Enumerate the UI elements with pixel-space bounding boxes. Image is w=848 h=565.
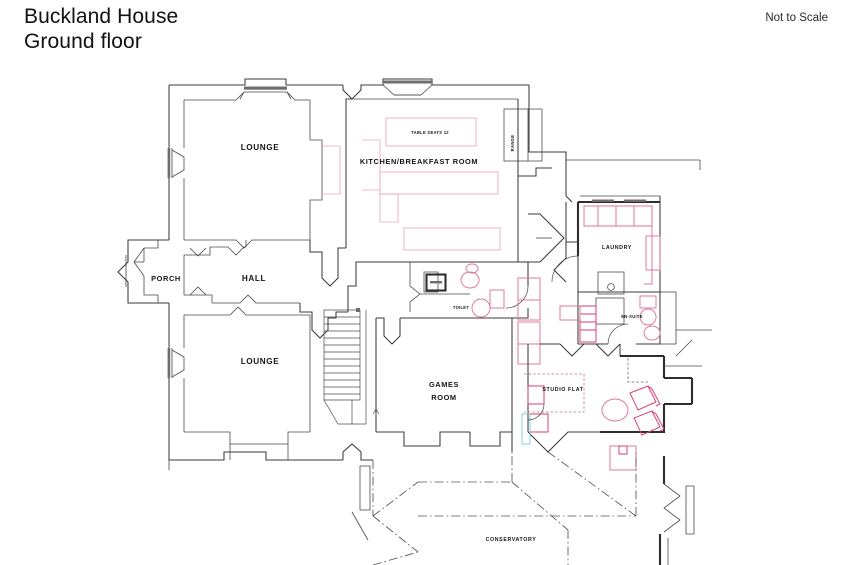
room-label-laundry: LAUNDRY [602, 245, 632, 251]
room-label-lounge-rear: LOUNGE [241, 357, 280, 366]
room-porch [125, 240, 207, 303]
room-games-room [375, 317, 513, 452]
title-block: Buckland House Ground floor [24, 4, 178, 54]
annotation-range: RANGE [510, 135, 515, 152]
room-label-games-room-line1: GAMES [429, 380, 459, 389]
building-outline [117, 78, 567, 461]
annotation-table-seats: TABLE SEATS 12 [411, 130, 449, 135]
rear-lobby [505, 167, 565, 365]
room-conservatory [372, 451, 637, 565]
room-label-hall: HALL [242, 274, 266, 283]
room-studio-flat [521, 343, 702, 471]
room-label-kitchen: KITCHEN/BREAKFAST ROOM [360, 157, 478, 166]
staircase [323, 308, 380, 428]
room-hall [183, 240, 348, 339]
page-title-line-1: Buckland House [24, 5, 179, 28]
room-label-lounge-front: LOUNGE [241, 143, 280, 152]
room-kitchen-breakfast [345, 80, 543, 312]
room-label-toilet: TOILET [453, 305, 469, 310]
room-label-studio-flat: STUDIO FLAT [542, 387, 583, 393]
room-label-en-suite: EN-SUITE [621, 314, 643, 319]
room-lounge-front [167, 86, 341, 249]
room-label-conservatory: CONSERVATORY [486, 537, 537, 543]
misc-detail [168, 160, 701, 541]
scale-note: Not to Scale [765, 12, 828, 24]
outer-right-wing [566, 159, 712, 565]
room-toilet [409, 262, 505, 318]
room-label-games-room-line2: ROOM [431, 393, 456, 402]
room-en-suite [559, 291, 661, 345]
room-lounge-rear [167, 306, 311, 460]
room-laundry [551, 160, 661, 295]
page-title-line-2: Ground floor [24, 30, 142, 53]
room-label-porch: PORCH [151, 274, 181, 283]
